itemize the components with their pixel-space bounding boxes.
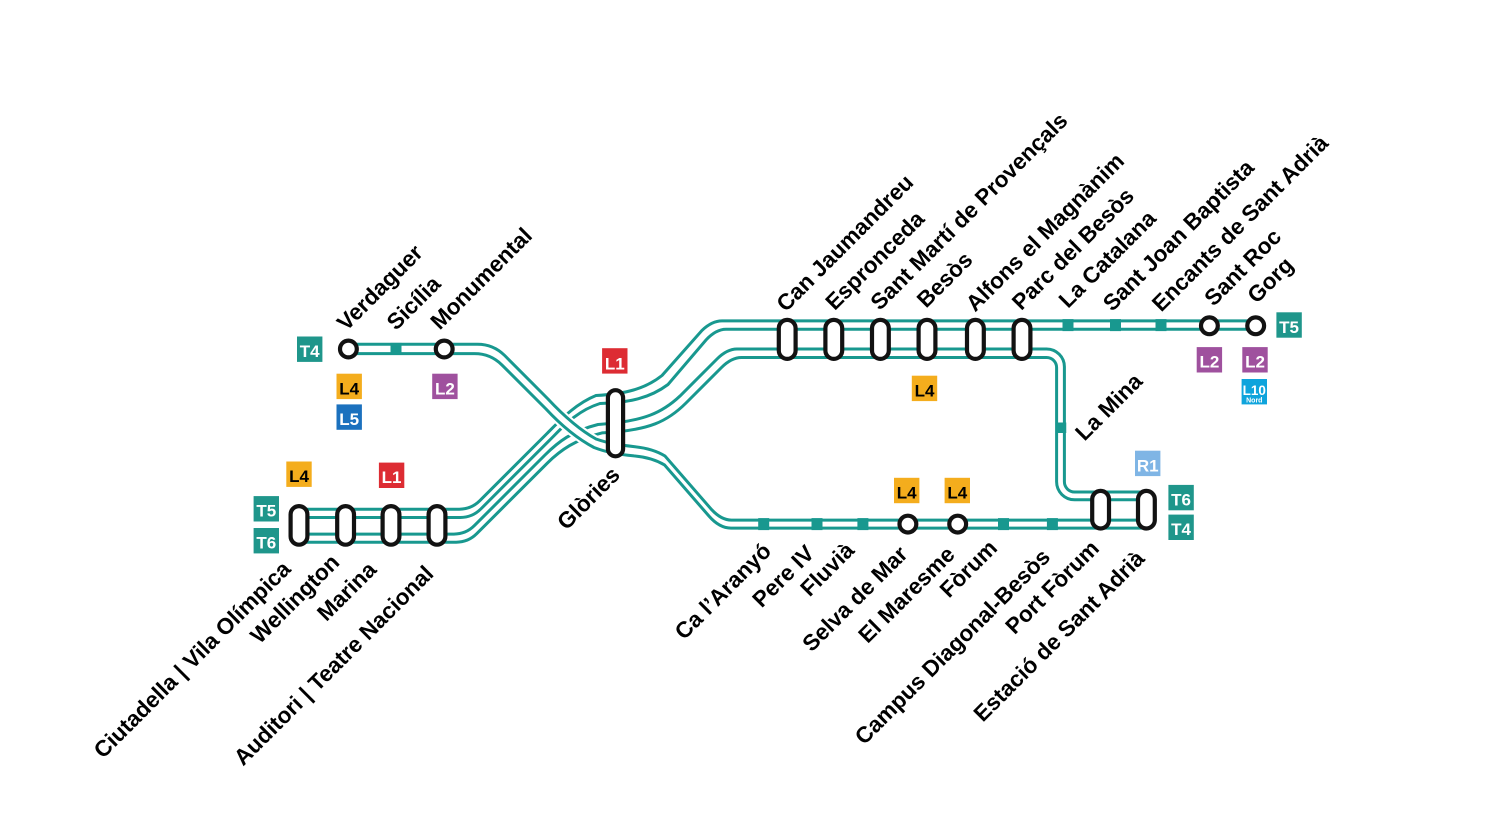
- svg-text:T4: T4: [300, 342, 320, 361]
- svg-text:T6: T6: [256, 534, 276, 553]
- svg-text:L2: L2: [1245, 353, 1265, 372]
- svg-text:L1: L1: [605, 355, 625, 374]
- svg-text:T6: T6: [1171, 491, 1191, 510]
- svg-text:L5: L5: [339, 410, 359, 429]
- svg-text:L2: L2: [435, 379, 455, 398]
- svg-text:T5: T5: [1279, 318, 1299, 337]
- svg-text:L10: L10: [1243, 383, 1266, 398]
- svg-text:L1: L1: [382, 468, 402, 487]
- svg-text:L4: L4: [915, 381, 935, 400]
- svg-text:L4: L4: [289, 467, 309, 486]
- svg-text:T5: T5: [256, 502, 276, 521]
- svg-text:L4: L4: [947, 483, 967, 502]
- svg-text:L4: L4: [339, 379, 359, 398]
- svg-text:L4: L4: [897, 483, 917, 502]
- svg-text:L2: L2: [1199, 353, 1219, 372]
- svg-text:R1: R1: [1137, 456, 1159, 475]
- svg-text:Nord: Nord: [1246, 398, 1262, 405]
- svg-text:T4: T4: [1171, 520, 1191, 539]
